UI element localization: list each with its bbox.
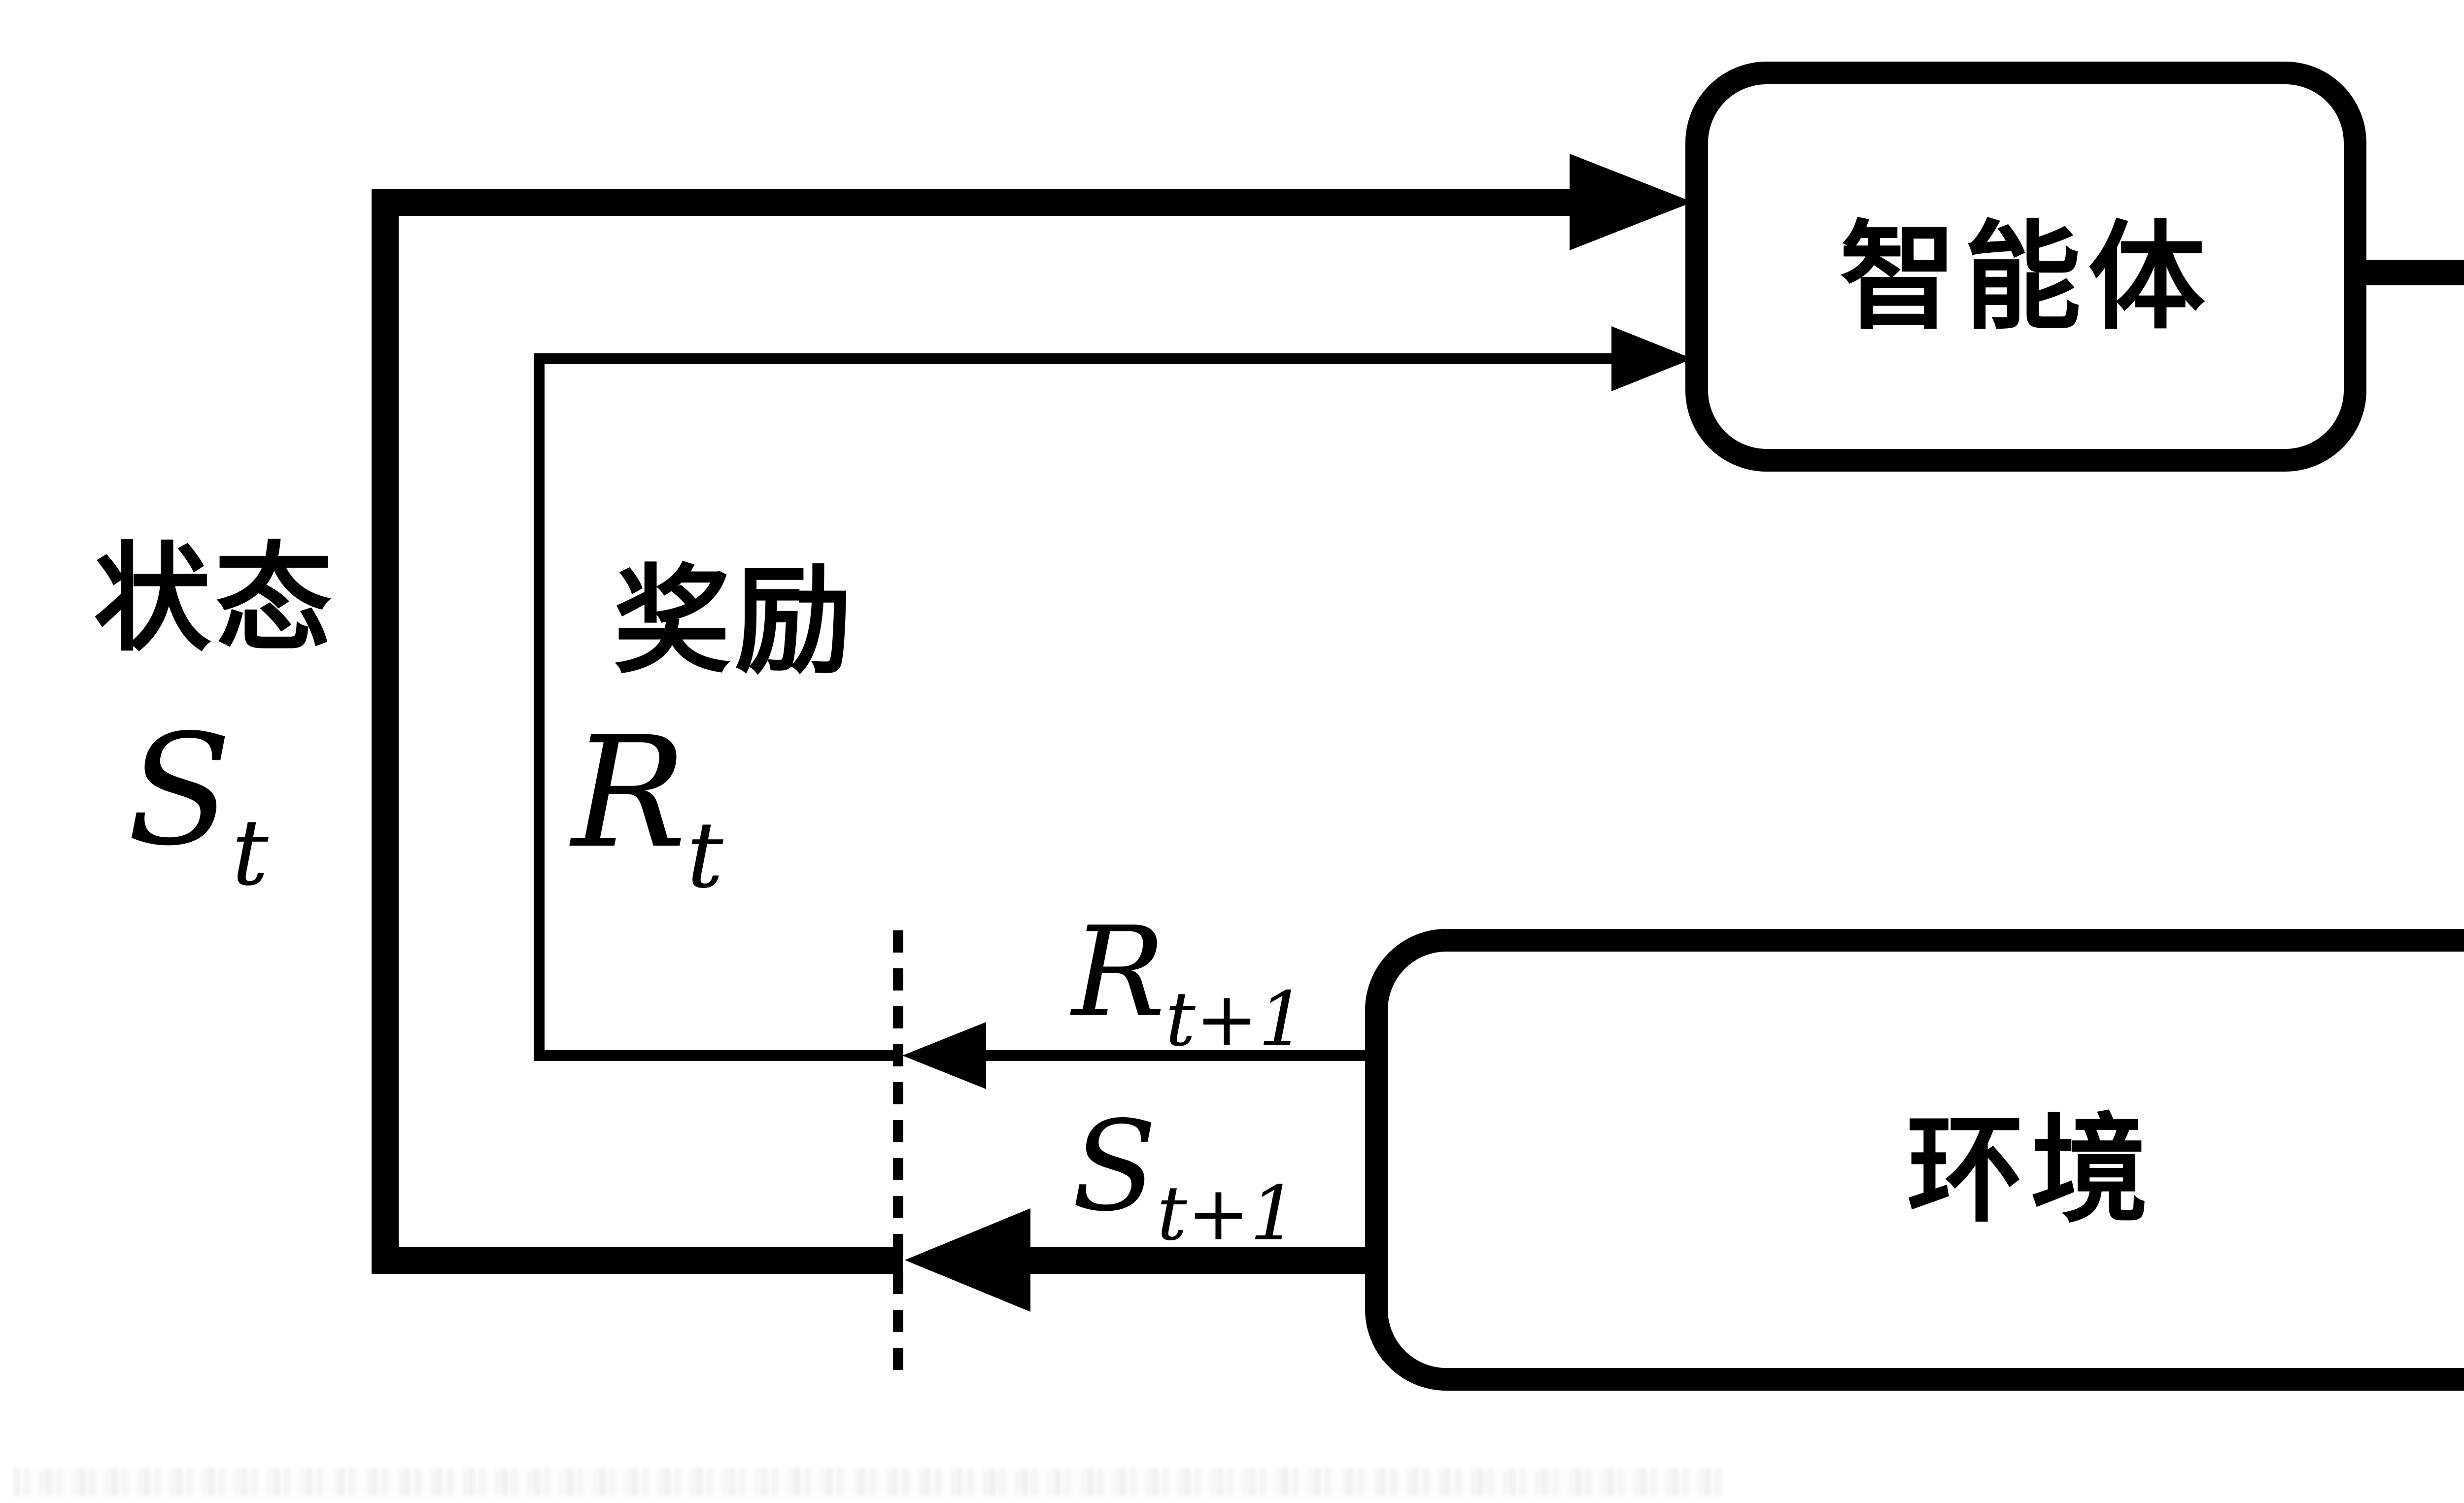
environment-box-label: 环境 bbox=[1907, 1107, 2155, 1236]
agent-box: 智能体 bbox=[1685, 62, 2366, 472]
reward-label-cn: 奖励 bbox=[614, 558, 856, 687]
state-next-symbol-base: S bbox=[1072, 1094, 1157, 1239]
state-symbol-base: S bbox=[127, 702, 232, 880]
reward-next-symbol: Rt+1 bbox=[1072, 911, 1306, 1057]
action-line-top bbox=[2361, 260, 2464, 285]
reward-next-symbol-sub: t+1 bbox=[1165, 975, 1306, 1063]
reward-next-line bbox=[978, 1050, 1375, 1061]
reward-next-arrowhead bbox=[901, 1022, 986, 1089]
state-line-left-vertical bbox=[372, 189, 399, 1274]
reward-symbol: Rt bbox=[572, 717, 723, 901]
reward-line-bottom bbox=[534, 1050, 899, 1061]
timestep-dashed-line bbox=[893, 930, 903, 1384]
reward-line-left-vertical bbox=[534, 353, 545, 1061]
state-symbol: St bbox=[127, 715, 269, 898]
reward-line-top bbox=[534, 353, 1614, 364]
reward-symbol-base: R bbox=[572, 704, 687, 882]
state-line-top bbox=[372, 189, 1587, 216]
state-label-cn: 状态 bbox=[94, 536, 336, 665]
state-next-symbol: St+1 bbox=[1072, 1105, 1298, 1251]
agent-box-label: 智能体 bbox=[1840, 213, 2212, 343]
state-next-line bbox=[1025, 1247, 1375, 1274]
reward-symbol-sub: t bbox=[686, 802, 723, 909]
state-arrowhead-into-agent bbox=[1570, 154, 1694, 250]
environment-box: 环境 bbox=[1365, 929, 2464, 1391]
cutoff-caption-ghost bbox=[14, 1468, 1724, 1496]
state-next-arrowhead bbox=[903, 1208, 1030, 1312]
state-line-bottom bbox=[372, 1247, 903, 1274]
state-symbol-sub: t bbox=[232, 799, 269, 906]
state-next-symbol-sub: t+1 bbox=[1157, 1169, 1298, 1257]
reward-arrowhead-into-agent bbox=[1611, 326, 1694, 391]
reward-next-symbol-base: R bbox=[1072, 900, 1165, 1045]
